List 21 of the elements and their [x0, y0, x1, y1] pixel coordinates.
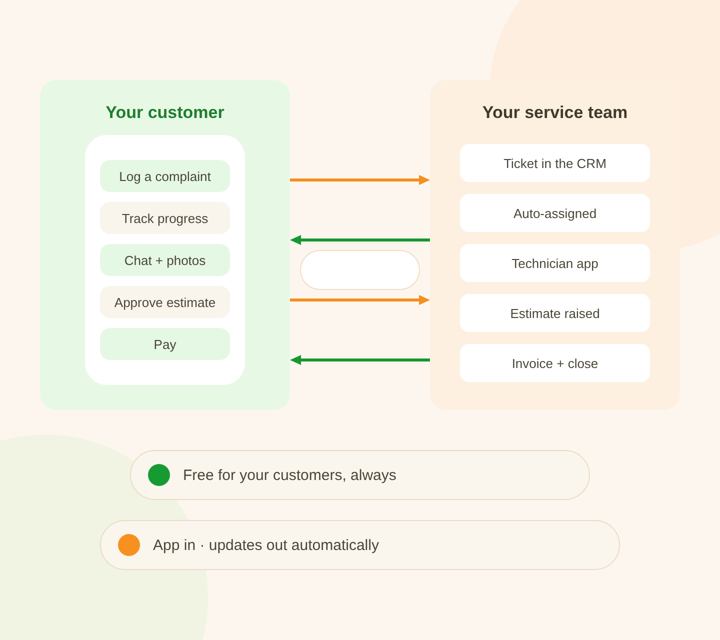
- arrow: [290, 175, 430, 185]
- task-item: Technician app: [460, 244, 650, 282]
- legend-text: Free for your customers, always: [183, 466, 396, 484]
- task-item: Estimate raised: [460, 294, 650, 332]
- legend-text: App in · updates out automatically: [153, 536, 379, 554]
- step-item: Chat + photos: [100, 244, 230, 276]
- arrow: [290, 235, 430, 245]
- panel-heading: Your customer: [106, 103, 224, 123]
- phone-card: [85, 135, 245, 385]
- task-item: Invoice + close: [460, 344, 650, 382]
- empty-pill: [300, 250, 420, 290]
- task-item: Ticket in the CRM: [460, 144, 650, 182]
- arrow: [290, 295, 430, 305]
- task-item: Auto-assigned: [460, 194, 650, 232]
- step-item: Log a complaint: [100, 160, 230, 192]
- customer-panel: [40, 80, 290, 410]
- step-item: Track progress: [100, 202, 230, 234]
- step-item: Pay: [100, 328, 230, 360]
- panel-heading: Your service team: [482, 103, 628, 123]
- arrow: [290, 355, 430, 365]
- step-item: Approve estimate: [100, 286, 230, 318]
